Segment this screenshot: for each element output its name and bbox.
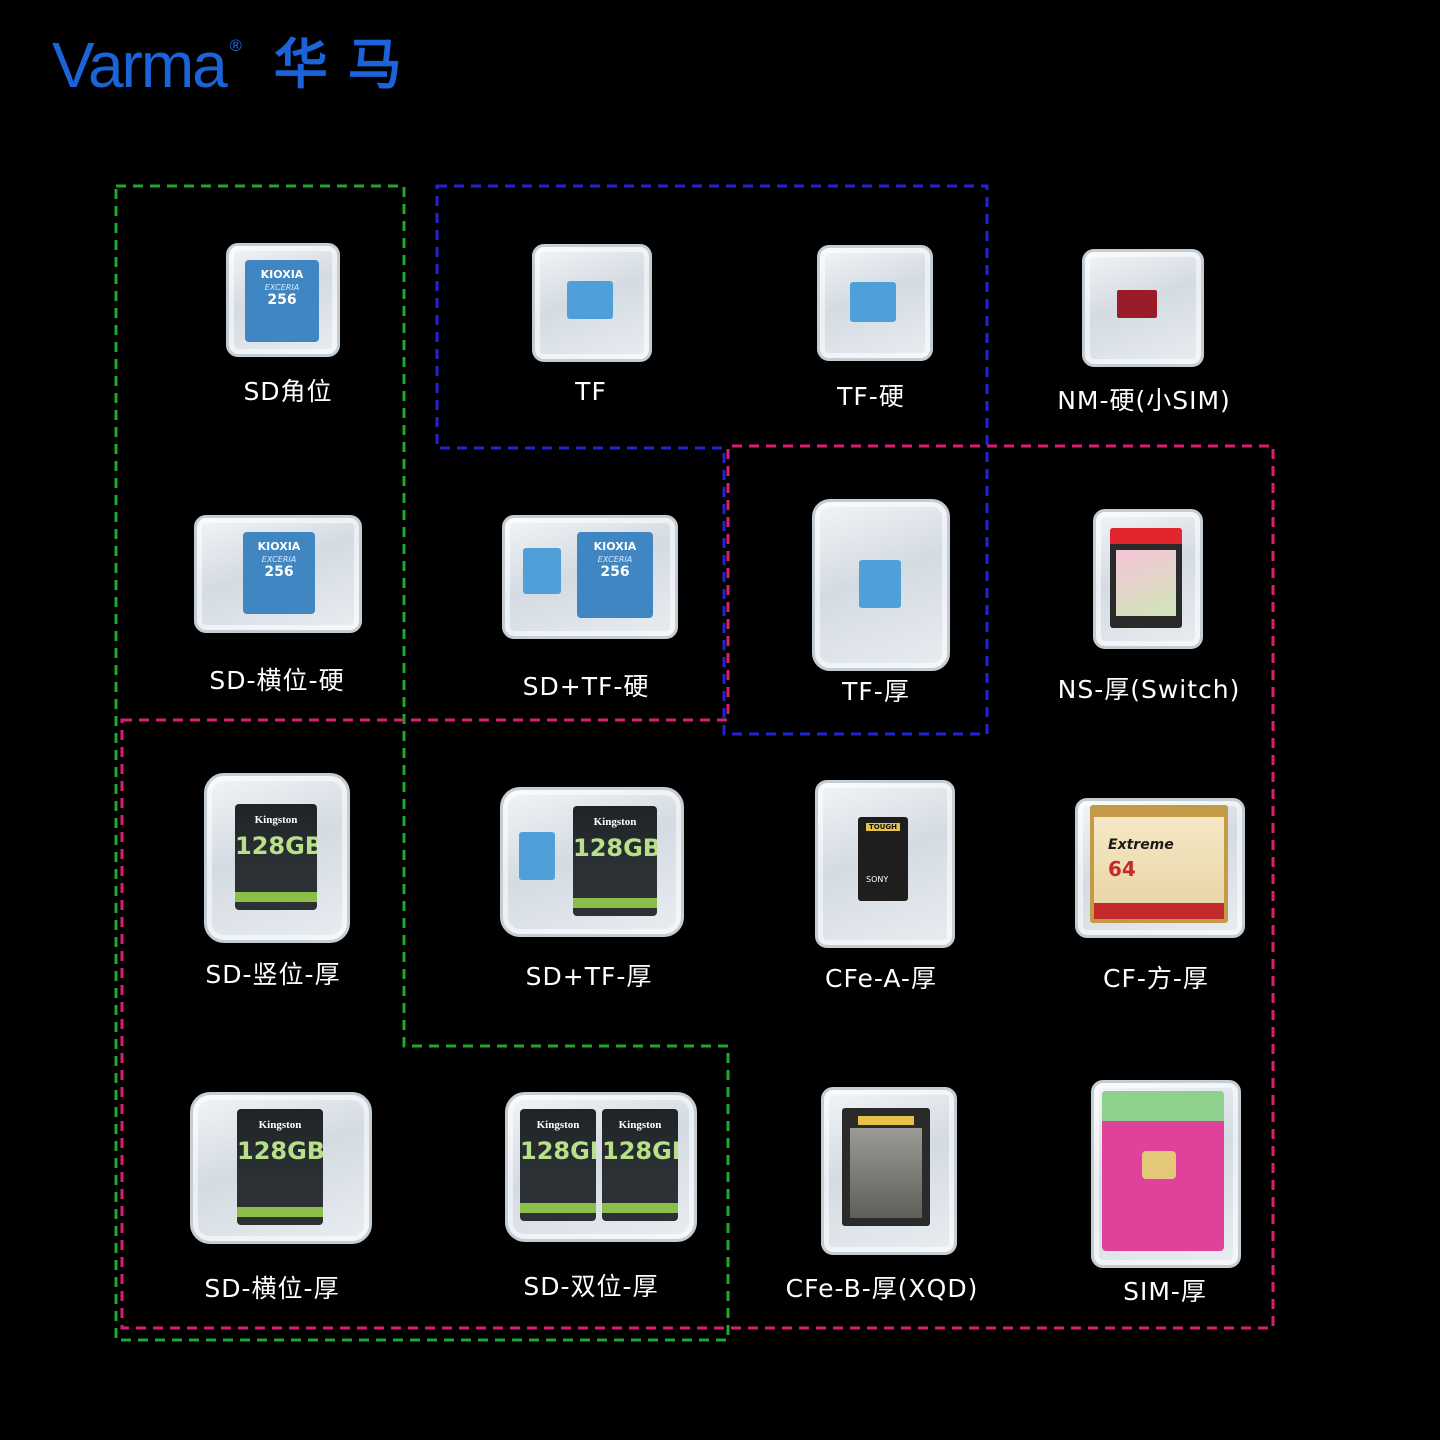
card-capacity: 64 xyxy=(1108,857,1136,881)
label-sd-h-thick: SD-横位-厚 xyxy=(204,1274,340,1303)
card-capacity: 128GB xyxy=(235,832,317,860)
label-cfe-b-thick: CFe-B-厚(XQD) xyxy=(785,1274,979,1303)
tf-hard-case xyxy=(817,245,933,361)
green-group-outline xyxy=(114,184,730,1342)
label-cf-sq-thick: CF-方-厚 xyxy=(1103,964,1209,993)
label-sd-dual-thick: SD-双位-厚 xyxy=(523,1272,659,1301)
card-capacity: 256 xyxy=(600,564,630,580)
sd-corner-case: KIOXIA EXCERIA 256 xyxy=(226,243,340,357)
card-series: EXCERIA xyxy=(597,555,633,564)
card-brand: KIOXIA xyxy=(260,268,304,281)
card-brand: Kingston xyxy=(618,1119,662,1131)
card-brand: KIOXIA xyxy=(257,540,301,553)
blue-group-outline xyxy=(435,184,989,736)
label-sd-corner: SD角位 xyxy=(243,377,333,406)
sd-card-kingston: Kingston 128GB xyxy=(602,1109,678,1221)
cf-sq-thick-case: Extreme 64 xyxy=(1075,798,1245,938)
sd-h-thick-case: Kingston 128GB xyxy=(190,1092,372,1244)
switch-card xyxy=(1110,528,1182,628)
card-brand: Kingston xyxy=(536,1119,580,1131)
label-cfe-a-thick: CFe-A-厚 xyxy=(825,964,937,993)
label-sdtf-thick: SD+TF-厚 xyxy=(525,962,653,991)
label-sd-v-thick: SD-竖位-厚 xyxy=(205,960,341,989)
sd-h-hard-case: KIOXIA EXCERIA 256 xyxy=(194,515,362,633)
sim-thick-case xyxy=(1091,1080,1241,1268)
tf-card xyxy=(850,282,896,322)
cfe-b-thick-case xyxy=(821,1087,957,1255)
card-capacity: 128GB xyxy=(520,1137,596,1165)
card-series: TOUGH xyxy=(866,823,900,831)
tf-card xyxy=(519,832,555,880)
tf-card xyxy=(567,281,613,319)
card-series: EXCERIA xyxy=(261,555,297,564)
sd-dual-thick-case: Kingston 128GB Kingston 128GB xyxy=(505,1092,697,1242)
card-series: Extreme xyxy=(1108,837,1174,853)
compactflash-card: Extreme 64 xyxy=(1090,805,1228,923)
card-capacity: 256 xyxy=(267,292,297,308)
cfexpress-a-card: TOUGH SONY xyxy=(858,817,908,901)
sd-v-thick-case: Kingston 128GB xyxy=(204,773,350,943)
label-tf-thick: TF-厚 xyxy=(842,677,910,706)
sd-card-kingston: Kingston 128GB xyxy=(520,1109,596,1221)
pink-group-outline xyxy=(120,444,1275,1330)
sd-card-kingston: Kingston 128GB xyxy=(573,806,657,916)
nm-card xyxy=(1117,290,1157,318)
label-ns-thick: NS-厚(Switch) xyxy=(1057,675,1241,704)
brand-logo: Varma ® 华马 xyxy=(52,30,422,100)
card-series: EXCERIA xyxy=(264,283,300,292)
card-capacity: 256 xyxy=(264,564,294,580)
registered-mark: ® xyxy=(227,36,244,55)
nm-hard-case xyxy=(1082,249,1204,367)
label-sd-h-hard: SD-横位-硬 xyxy=(209,666,345,695)
card-brand: SONY xyxy=(866,875,889,884)
sd-card: KIOXIA EXCERIA 256 xyxy=(245,260,319,342)
sd-card-kingston: Kingston 128GB xyxy=(237,1109,323,1225)
ns-thick-case xyxy=(1093,509,1203,649)
sd-card-kingston: Kingston 128GB xyxy=(235,804,317,910)
sd-card: KIOXIA EXCERIA 256 xyxy=(577,532,653,618)
tf-thick-case xyxy=(812,499,950,671)
tf-case xyxy=(532,244,652,362)
card-capacity: 128GB xyxy=(573,834,657,862)
sdtf-hard-case: KIOXIA EXCERIA 256 xyxy=(502,515,678,639)
card-brand: Kingston xyxy=(258,1119,302,1131)
label-nm-hard: NM-硬(小SIM) xyxy=(1057,386,1231,415)
label-tf-hard: TF-硬 xyxy=(837,382,905,411)
card-capacity: 128GB xyxy=(602,1137,678,1165)
sim-card xyxy=(1102,1091,1224,1251)
card-capacity: 128GB xyxy=(237,1137,323,1165)
cfexpress-b-card xyxy=(842,1108,930,1226)
brand-name-latin: Varma xyxy=(52,29,228,101)
label-tf: TF xyxy=(575,377,607,406)
sd-card: KIOXIA EXCERIA 256 xyxy=(243,532,315,614)
brand-name-chinese: 华马 xyxy=(273,33,422,96)
cfe-a-thick-case: TOUGH SONY xyxy=(815,780,955,948)
tf-card xyxy=(523,548,561,594)
label-sdtf-hard: SD+TF-硬 xyxy=(522,672,650,701)
card-brand: KIOXIA xyxy=(593,540,637,553)
card-brand: Kingston xyxy=(593,816,637,828)
tf-card xyxy=(859,560,901,608)
label-sim-thick: SIM-厚 xyxy=(1123,1277,1207,1306)
card-brand: Kingston xyxy=(254,814,298,826)
sdtf-thick-case: Kingston 128GB xyxy=(500,787,684,937)
